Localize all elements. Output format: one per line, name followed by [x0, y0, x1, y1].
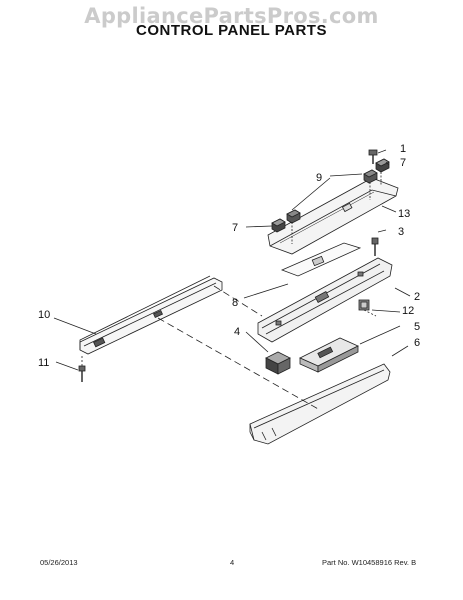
callout-3: 3	[398, 226, 404, 238]
part-11-screw	[78, 365, 86, 382]
callout-1: 1	[400, 143, 406, 155]
part-12-clip	[358, 299, 370, 311]
callout-12: 12	[402, 305, 414, 317]
part-9-button-cap	[286, 169, 378, 224]
part-10-bracket	[79, 275, 223, 355]
callout-4: 4	[234, 326, 240, 338]
footer-page-number: 4	[230, 558, 235, 567]
part-7-button-cap	[271, 158, 390, 233]
part-8-overlay	[280, 242, 362, 277]
callout-10: 10	[38, 309, 50, 321]
part-5-ui-board	[299, 337, 359, 373]
callout-6: 6	[414, 337, 420, 349]
part-1-screw	[368, 149, 378, 164]
callout-7-upper: 7	[400, 157, 406, 169]
callout-11: 11	[38, 357, 49, 369]
page-title: CONTROL PANEL PARTS	[136, 22, 327, 39]
watermark: AppliancePartsPros.com	[84, 4, 379, 28]
footer-part-number: Part No. W10458916 Rev. B	[322, 558, 417, 567]
callout-13: 13	[398, 208, 410, 220]
callout-9: 9	[316, 172, 322, 184]
part-6-lower-bezel	[249, 363, 391, 445]
callout-7-lower: 7	[232, 222, 238, 234]
footer-date: 05/26/2013	[40, 558, 78, 567]
callout-8: 8	[232, 297, 238, 309]
part-4-switch	[265, 351, 291, 375]
part-3-screw	[371, 237, 379, 256]
callout-2: 2	[414, 291, 420, 303]
part-2-control-panel	[257, 257, 393, 343]
callout-5: 5	[414, 321, 420, 333]
